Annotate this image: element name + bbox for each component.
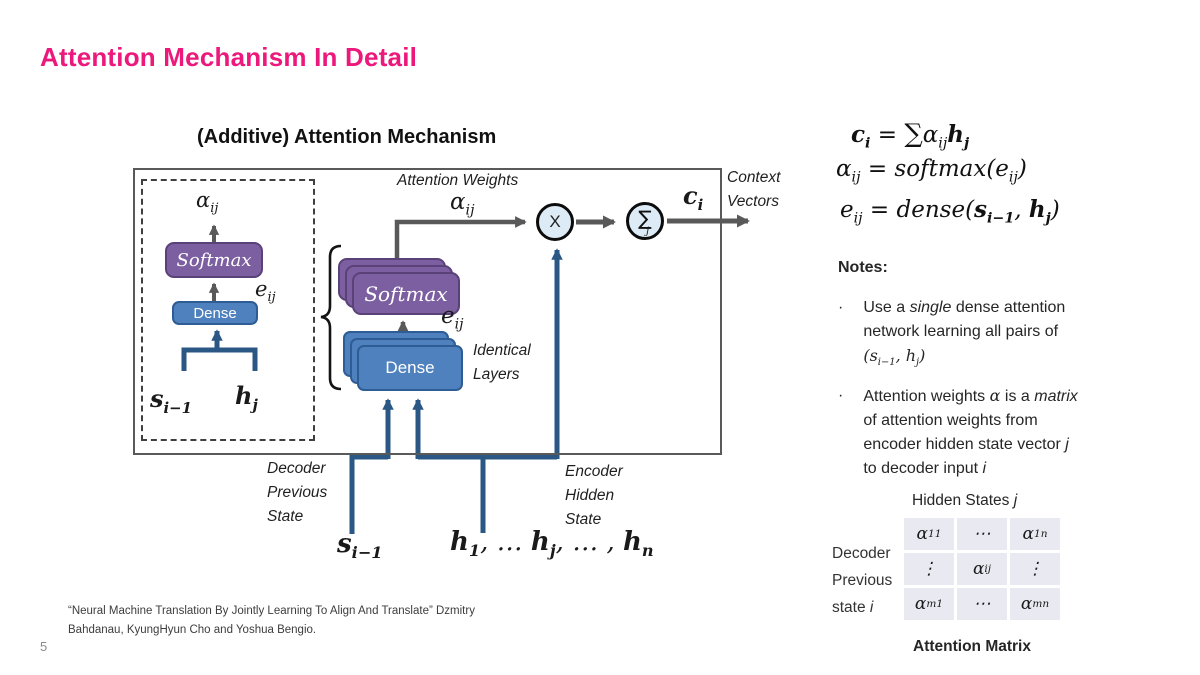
decoder-previous-state-label: Decoder Previous State xyxy=(267,460,328,525)
notes-heading: Notes: xyxy=(838,259,888,276)
diagram-title: (Additive) Attention Mechanism xyxy=(197,126,497,148)
multiply-node: X xyxy=(536,203,574,241)
matrix-cell: ⋯ xyxy=(957,518,1007,550)
inset-s-input-label: si−1 xyxy=(150,384,192,417)
matrix-col-header: Hidden States j xyxy=(912,492,1018,509)
flow-alpha-label: αij xyxy=(450,189,475,219)
page-title: Attention Mechanism In Detail xyxy=(40,42,418,72)
equation-softmax: αij = softmax(eij) xyxy=(836,156,1027,186)
context-vector-symbol: ci xyxy=(683,181,704,214)
equation-dense: eij = dense(si−1, hj) xyxy=(840,196,1060,227)
bullet-dot: · xyxy=(838,299,844,316)
sum-node: ∑ j xyxy=(626,202,664,240)
inset-alpha-label: αij xyxy=(196,188,219,217)
inset-dense-box: Dense xyxy=(172,301,258,325)
bullet-dot: · xyxy=(838,387,844,404)
matrix-cell: ⋮ xyxy=(904,553,954,585)
identical-layers-label: Identical Layers xyxy=(473,342,531,383)
diagram-frame xyxy=(133,168,722,455)
citation: “Neural Machine Translation By Jointly L… xyxy=(68,605,475,636)
matrix-row-header: Decoder Previous state i xyxy=(832,545,893,616)
inset-h-input-label: hj xyxy=(235,381,258,414)
softmax-stack-front: Softmax xyxy=(352,272,460,315)
matrix-cell: ⋯ xyxy=(957,588,1007,620)
matrix-cell: ⋮ xyxy=(1010,553,1060,585)
brace-identical-layers xyxy=(320,244,342,391)
encoder-input-symbols: h1, … hj, … , hn xyxy=(450,527,654,561)
dense-stack-front: Dense xyxy=(357,345,463,391)
matrix-caption: Attention Matrix xyxy=(913,638,1031,655)
multiply-icon: X xyxy=(549,212,561,231)
context-vectors-label: Context Vectors xyxy=(727,169,781,210)
inset-softmax-box: Softmax xyxy=(165,242,263,278)
equation-context-vector: ci = ∑αijhj xyxy=(851,119,970,152)
attention-weights-label: Attention Weights xyxy=(397,172,519,189)
page-number: 5 xyxy=(40,639,48,654)
sigma-subscript: j xyxy=(646,226,650,237)
sigma-icon: ∑ xyxy=(638,206,652,230)
encoder-hidden-state-label: Encoder Hidden State xyxy=(565,463,623,528)
single-pair-inset-frame xyxy=(141,179,315,441)
inset-e-label: eij xyxy=(255,277,276,306)
stack-e-label: eij xyxy=(441,303,464,333)
decoder-input-symbol: si−1 xyxy=(337,529,383,563)
